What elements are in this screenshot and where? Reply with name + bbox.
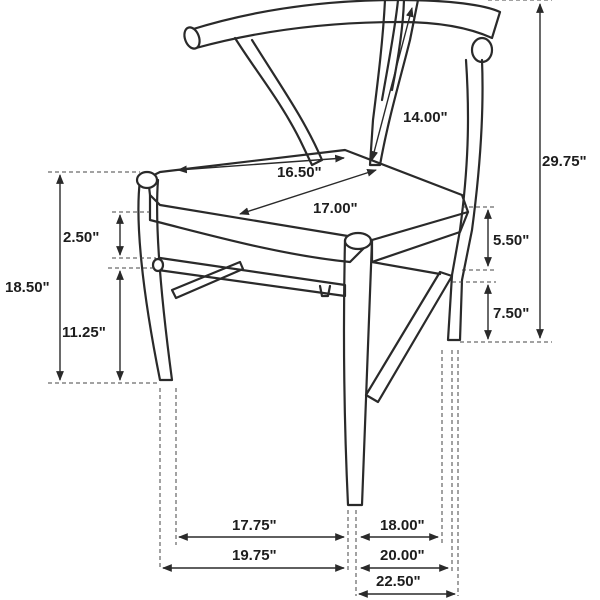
side-stretcher <box>364 270 454 404</box>
dim-seat-depth <box>370 7 414 161</box>
front-stretcher-end <box>151 257 165 273</box>
dimension-lines <box>48 0 552 598</box>
right-rear-post <box>446 58 484 342</box>
rear-stretcher-right <box>370 260 442 276</box>
label-seat-height: 18.50" <box>5 279 50 296</box>
seat-skirt-right <box>370 210 470 264</box>
chair-illustration <box>135 0 502 507</box>
seat-skirt <box>148 193 374 264</box>
front-right-leg-top <box>343 231 373 251</box>
dimension-labels: 14.00" 29.75" 16.50" 17.00" 2.50" 5.50" … <box>5 109 587 590</box>
dim-seat-width-diag <box>177 154 345 174</box>
label-front-stretcher: 7.50" <box>493 305 529 322</box>
dim-seat-width <box>239 168 377 216</box>
label-arm-to-seat: 5.50" <box>493 232 529 249</box>
label-stretcher-height: 11.25" <box>62 324 106 341</box>
label-seat-depth: 14.00" <box>403 109 448 126</box>
rear-leg-stub <box>318 284 332 298</box>
label-front-leg-span-outer: 19.75" <box>232 547 277 564</box>
label-front-leg-span-inner: 17.75" <box>232 517 277 534</box>
label-side-leg-span-inner: 18.00" <box>380 517 425 534</box>
front-stretcher <box>153 256 347 298</box>
label-seat-width: 17.00" <box>313 200 358 217</box>
back-rail-left-end <box>183 26 201 50</box>
label-overall-height: 29.75" <box>542 153 587 170</box>
front-left-leg <box>137 178 174 382</box>
front-right-leg <box>342 238 374 507</box>
rear-stretcher-left <box>170 260 245 300</box>
label-seat-width-diag: 16.50" <box>277 164 322 181</box>
back-rail <box>188 0 502 50</box>
left-arm-support <box>233 36 324 167</box>
label-seat-thickness: 2.50" <box>63 229 99 246</box>
front-left-leg-top <box>135 170 159 190</box>
label-overall-depth: 22.50" <box>376 573 421 590</box>
label-side-leg-span-outer: 20.00" <box>380 547 425 564</box>
back-rail-right-end <box>470 36 494 64</box>
